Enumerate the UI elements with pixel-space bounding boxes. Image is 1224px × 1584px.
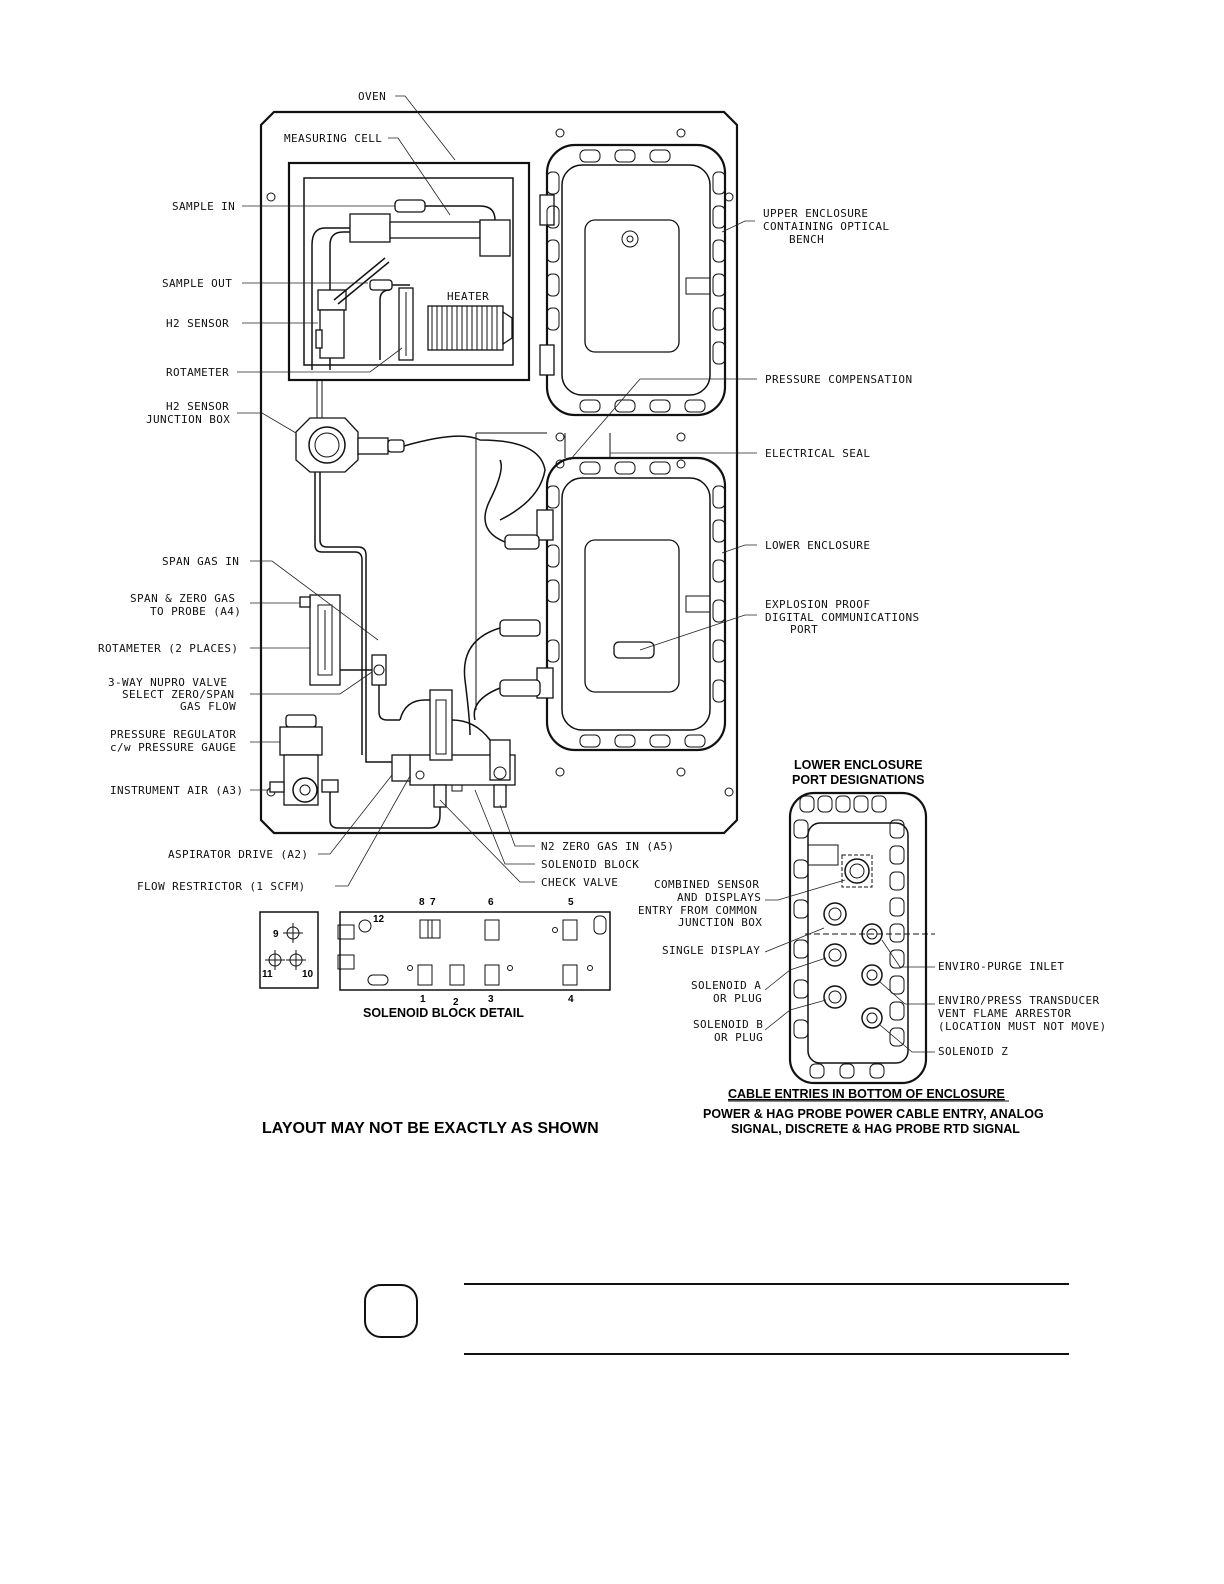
- label-upper-3: BENCH: [789, 233, 824, 246]
- port-designations-detail: LOWER ENCLOSURE PORT DESIGNATIONS: [638, 758, 1107, 1136]
- label-h2-junction-1: H2 SENSOR: [166, 400, 229, 413]
- label-heater: HEATER: [447, 290, 489, 303]
- label-solenoid-b-1: SOLENOID B: [693, 1018, 763, 1031]
- label-explosion-1: EXPLOSION PROOF: [765, 598, 870, 611]
- label-solenoid-a-1: SOLENOID A: [691, 979, 761, 992]
- label-explosion-2: DIGITAL COMMUNICATIONS: [765, 611, 920, 624]
- port-6: 6: [488, 897, 494, 908]
- main-labels: OVEN MEASURING CELL SAMPLE IN SAMPLE OUT…: [98, 90, 920, 893]
- label-combined-1: COMBINED SENSOR: [654, 878, 759, 891]
- back-panel: [259, 110, 739, 835]
- port-4: 4: [568, 994, 574, 1005]
- upper-enclosure: [539, 128, 727, 442]
- label-solenoid-z: SOLENOID Z: [938, 1045, 1008, 1058]
- label-single-display: SINGLE DISPLAY: [662, 944, 760, 957]
- label-power-2: SIGNAL, DISCRETE & HAG PROBE RTD SIGNAL: [731, 1122, 1020, 1136]
- heater-coils: [427, 305, 513, 351]
- port-leader-lines: [764, 879, 935, 1053]
- label-combined-3: ENTRY FROM COMMON: [638, 904, 757, 917]
- label-combined-4: JUNCTION BOX: [678, 916, 762, 929]
- label-sample-out: SAMPLE OUT: [162, 277, 232, 290]
- port-10: 10: [302, 969, 314, 980]
- label-enviro-purge: ENVIRO-PURGE INLET: [938, 960, 1064, 973]
- label-power-1: POWER & HAG PROBE POWER CABLE ENTRY, ANA…: [703, 1107, 1044, 1121]
- label-flow-restrictor: FLOW RESTRICTOR (1 SCFM): [137, 880, 306, 893]
- label-span-zero-1: SPAN & ZERO GAS: [130, 592, 235, 605]
- label-h2-sensor: H2 SENSOR: [166, 317, 229, 330]
- label-aspirator-drive: ASPIRATOR DRIVE (A2): [168, 848, 308, 861]
- label-explosion-3: PORT: [790, 623, 818, 636]
- port-7: 7: [430, 897, 436, 908]
- label-solenoid-block: SOLENOID BLOCK: [541, 858, 639, 871]
- port-12: 12: [373, 914, 385, 925]
- label-solenoid-a-2: OR PLUG: [713, 992, 762, 1005]
- solenoid-block-detail: 9 11 10 12 8 7 6 5 1 2 3: [259, 897, 611, 1020]
- label-nupro-3: GAS FLOW: [180, 700, 236, 713]
- label-instrument-air: INSTRUMENT AIR (A3): [110, 784, 243, 797]
- label-enviro-press-3: (LOCATION MUST NOT MOVE): [938, 1020, 1107, 1033]
- label-pressure-reg-2: c/w PRESSURE GAUGE: [110, 741, 236, 754]
- port-3: 3: [488, 994, 494, 1005]
- label-nupro-2: SELECT ZERO/SPAN: [122, 688, 234, 701]
- label-nupro-1: 3-WAY NUPRO VALVE: [108, 676, 227, 689]
- port-detail-title-1: LOWER ENCLOSURE: [794, 758, 922, 772]
- label-upper-1: UPPER ENCLOSURE: [763, 207, 868, 220]
- label-pressure-comp: PRESSURE COMPENSATION: [765, 373, 912, 386]
- label-h2-junction-2: JUNCTION BOX: [146, 413, 230, 426]
- port-11: 11: [262, 969, 273, 980]
- label-enviro-press-2: VENT FLAME ARRESTOR: [938, 1007, 1071, 1020]
- label-cable-entries: CABLE ENTRIES IN BOTTOM OF ENCLOSURE: [728, 1087, 1005, 1101]
- port-enviro-press: [861, 964, 883, 986]
- gas-handling-hardware: [269, 594, 516, 829]
- label-rotameter: ROTAMETER: [166, 366, 229, 379]
- port-detail-title-2: PORT DESIGNATIONS: [792, 773, 924, 787]
- port-solenoid-a: [823, 943, 847, 967]
- solenoid-front-ports: [337, 919, 593, 986]
- label-solenoid-b-2: OR PLUG: [714, 1031, 763, 1044]
- lower-enclosure-cables: [463, 459, 541, 736]
- port-9: 9: [273, 929, 279, 940]
- port-1: 1: [420, 994, 426, 1005]
- layout-note: LAYOUT MAY NOT BE EXACTLY AS SHOWN: [262, 1120, 599, 1137]
- solenoid-side-view: [265, 923, 306, 970]
- lower-enclosure: [536, 456, 727, 777]
- label-n2-zero: N2 ZERO GAS IN (A5): [541, 840, 674, 853]
- label-combined-2: AND DISPLAYS: [677, 891, 761, 904]
- port-5: 5: [568, 897, 574, 908]
- label-enviro-press-1: ENVIRO/PRESS TRANSDUCER: [938, 994, 1100, 1007]
- label-measuring-cell: MEASURING CELL: [284, 132, 382, 145]
- note-callout: [364, 1283, 1069, 1355]
- oven: [287, 161, 531, 382]
- label-lower-enclosure: LOWER ENCLOSURE: [765, 539, 870, 552]
- port-solenoid-b: [823, 985, 847, 1009]
- label-span-gas-in: SPAN GAS IN: [162, 555, 239, 568]
- label-upper-2: CONTAINING OPTICAL: [763, 220, 889, 233]
- label-rotameter-2: ROTAMETER (2 PLACES): [98, 642, 238, 655]
- port-solenoid-z: [861, 1007, 883, 1029]
- solenoid-detail-title: SOLENOID BLOCK DETAIL: [363, 1006, 524, 1020]
- port-2: 2: [453, 997, 459, 1008]
- label-sample-in: SAMPLE IN: [172, 200, 235, 213]
- port-combined: [841, 854, 873, 888]
- leader-lines: [237, 95, 757, 887]
- label-span-zero-2: TO PROBE (A4): [150, 605, 241, 618]
- label-check-valve: CHECK VALVE: [541, 876, 618, 889]
- label-electrical-seal: ELECTRICAL SEAL: [765, 447, 870, 460]
- label-oven: OVEN: [358, 90, 386, 103]
- port-8: 8: [419, 897, 425, 908]
- label-pressure-reg-1: PRESSURE REGULATOR: [110, 728, 236, 741]
- port-single-display: [823, 902, 847, 926]
- h2-sensor-junction-box: [295, 380, 611, 755]
